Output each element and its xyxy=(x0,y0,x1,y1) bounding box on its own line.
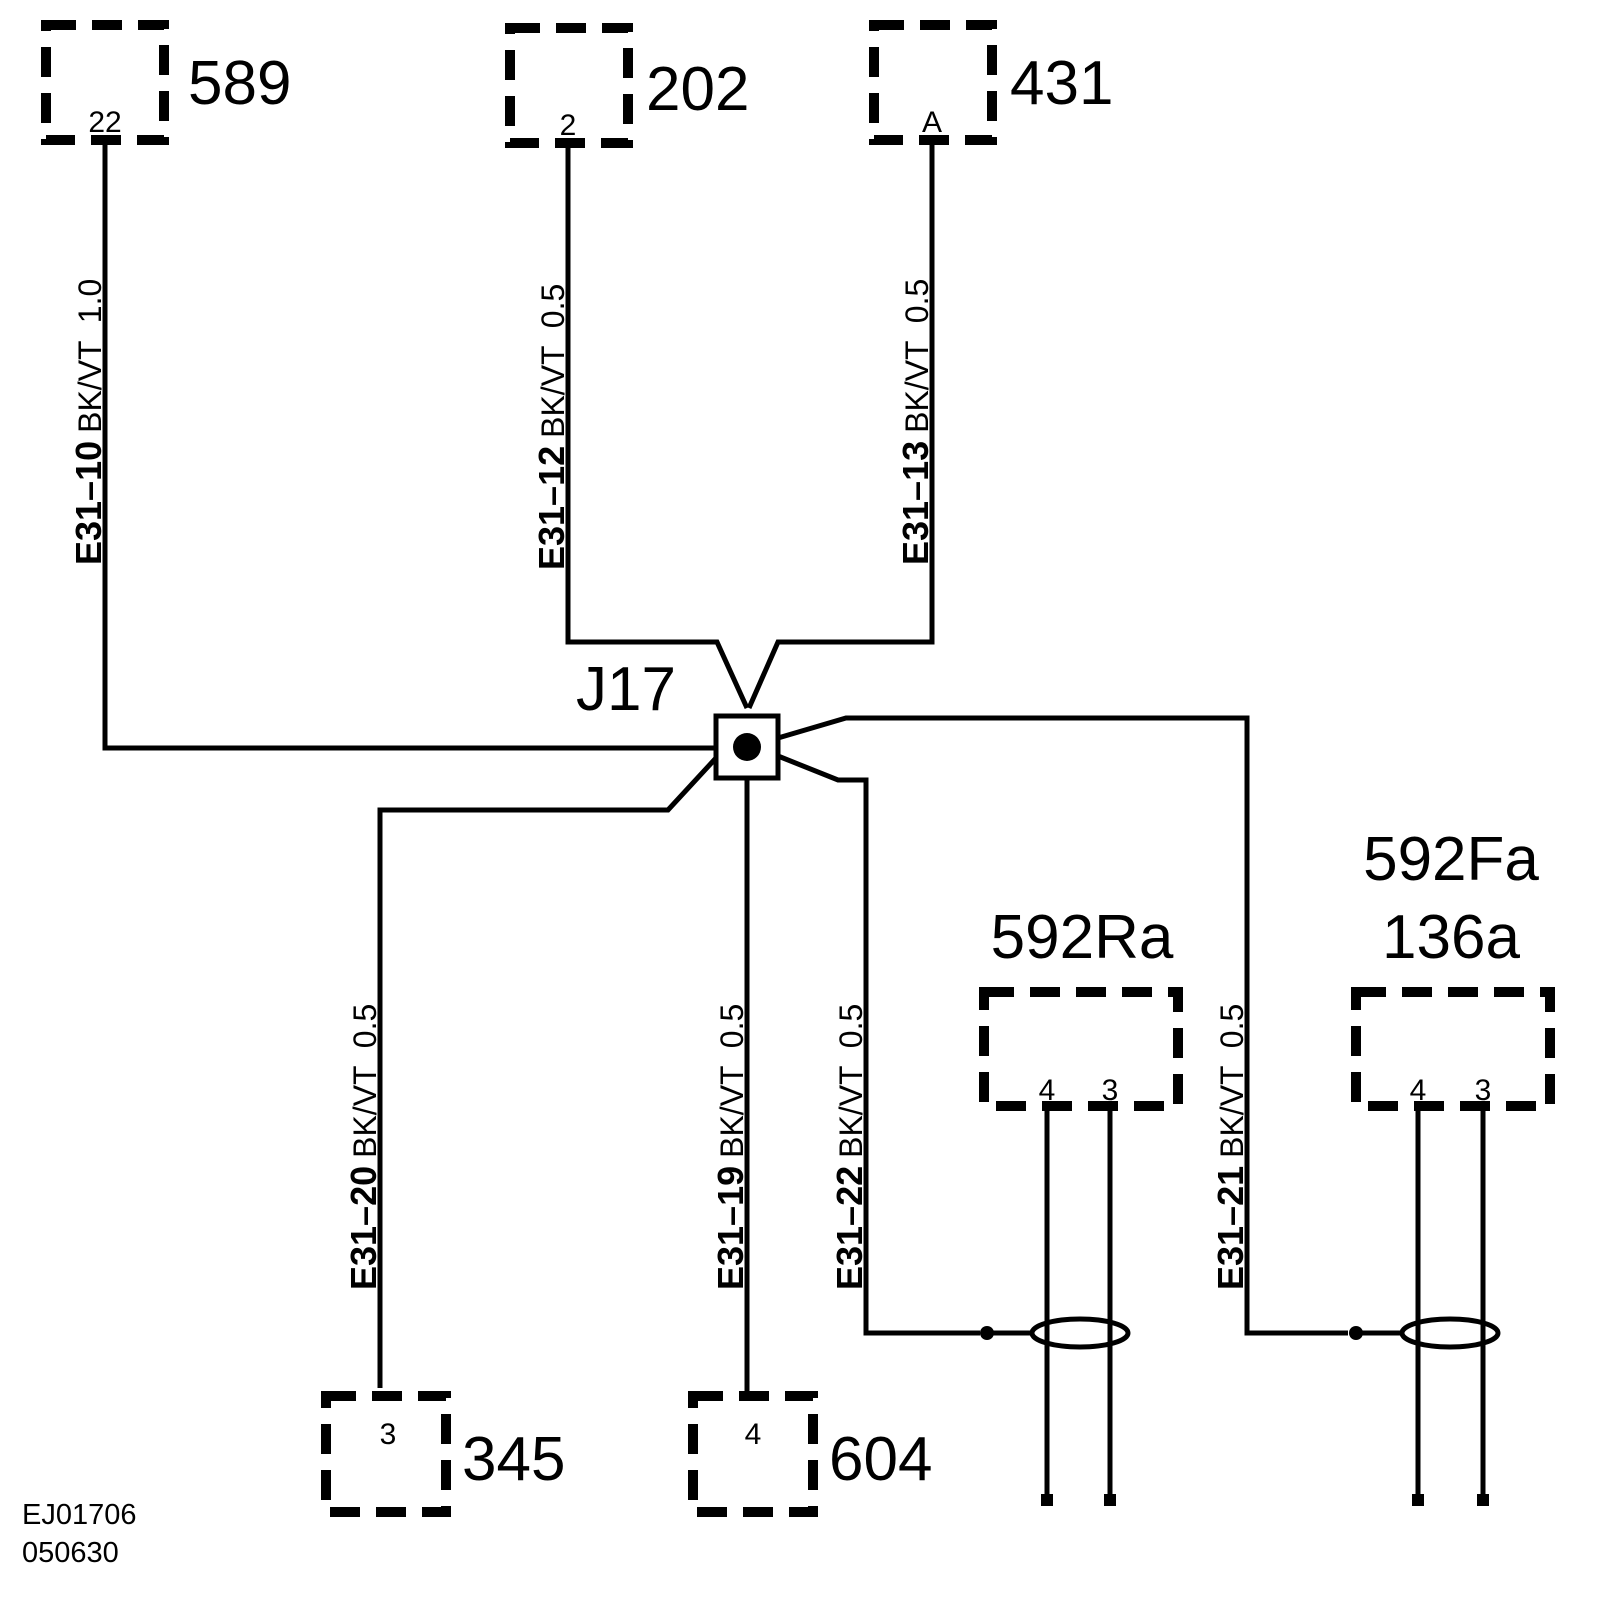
wire-id: E31–22 xyxy=(829,1166,870,1290)
connector-592ra: 592Ra 4 3 xyxy=(979,903,1183,1506)
wire-id: E31–10 xyxy=(68,441,109,565)
connector-592ra-pin-4: 4 xyxy=(1039,1074,1056,1107)
wire-label-e31-20: E31–20 BK/VT 0.5 xyxy=(343,1004,384,1290)
svg-text:E31–10BK/VT 1.0: E31–10 BK/VT 1.0 xyxy=(68,279,109,565)
connector-202-label: 202 xyxy=(646,55,749,124)
wire-e31-12 xyxy=(565,146,750,710)
splice-label: J17 xyxy=(576,655,676,724)
wire-id: E31–21 xyxy=(1210,1166,1251,1290)
svg-text:E31–19BK/VT 0.5: E31–19 BK/VT 0.5 xyxy=(710,1004,751,1290)
connector-136a-label: 136a xyxy=(1382,903,1520,972)
wire-spec: BK/VT 0.5 xyxy=(1214,1004,1250,1158)
wire-e31-22 xyxy=(777,753,980,1336)
wire-label-e31-22: E31–22 BK/VT 0.5 xyxy=(829,1004,870,1290)
connector-345: 3 345 xyxy=(321,1391,565,1517)
wire-e31-21 xyxy=(777,715,1348,1336)
connector-345-pin: 3 xyxy=(380,1418,397,1451)
svg-text:E31–13BK/VT 0.5: E31–13 BK/VT 0.5 xyxy=(895,279,936,565)
wire-spec: BK/VT 1.0 xyxy=(72,279,108,433)
wire-e31-10 xyxy=(102,142,716,751)
splice-j17: J17 xyxy=(576,655,781,781)
drawing-code: EJ01706 xyxy=(22,1499,137,1531)
splice-node xyxy=(733,733,761,761)
connector-431-label: 431 xyxy=(1010,49,1113,118)
connector-592fa-pin-3: 3 xyxy=(1475,1074,1492,1107)
drawing-date-code: 050630 xyxy=(22,1537,119,1569)
svg-text:E31–21BK/VT 0.5: E31–21 BK/VT 0.5 xyxy=(1210,1004,1251,1290)
connector-589: 22 589 xyxy=(41,20,291,145)
wire-label-e31-21: E31–21 BK/VT 0.5 xyxy=(1210,1004,1251,1290)
wire-id: E31–12 xyxy=(531,446,572,570)
connector-202: 2 202 xyxy=(505,23,749,148)
connector-345-label: 345 xyxy=(462,1425,565,1494)
svg-text:E31–22BK/VT 0.5: E31–22 BK/VT 0.5 xyxy=(829,1004,870,1290)
connector-589-label: 589 xyxy=(188,49,291,118)
wire-spec: BK/VT 0.5 xyxy=(899,279,935,433)
connector-431-pin: A xyxy=(922,106,942,139)
wire-id: E31–20 xyxy=(343,1166,384,1290)
wire-id: E31–19 xyxy=(710,1166,751,1290)
wire-id: E31–13 xyxy=(895,441,936,565)
wire-label-e31-10: E31–10 BK/VT 1.0 xyxy=(68,279,109,565)
connector-604-label: 604 xyxy=(829,1425,932,1494)
wire-spec: BK/VT 0.5 xyxy=(347,1004,383,1158)
connector-592fa: 592Fa 136a 4 3 xyxy=(1349,825,1555,1506)
connector-431: A 431 xyxy=(869,20,1113,145)
wire-spec: BK/VT 0.5 xyxy=(833,1004,869,1158)
svg-text:E31–20BK/VT 0.5: E31–20 BK/VT 0.5 xyxy=(343,1004,384,1290)
connector-604: 4 604 xyxy=(688,1391,932,1517)
wire-e31-13 xyxy=(746,142,935,710)
connector-604-pin: 4 xyxy=(745,1418,762,1451)
connector-592ra-pin-3: 3 xyxy=(1102,1074,1119,1107)
wire-label-e31-12: E31–12 BK/VT 0.5 xyxy=(531,284,572,570)
wire-e31-20 xyxy=(377,756,718,1388)
connector-592fa-pin-4: 4 xyxy=(1410,1074,1427,1107)
connector-202-pin: 2 xyxy=(560,109,577,142)
wire-label-e31-19: E31–19 BK/VT 0.5 xyxy=(710,1004,751,1290)
connector-589-pin: 22 xyxy=(88,106,121,139)
wire-spec: BK/VT 0.5 xyxy=(714,1004,750,1158)
connector-592ra-label: 592Ra xyxy=(991,903,1174,972)
connector-592fa-label: 592Fa xyxy=(1363,825,1539,894)
svg-text:E31–12BK/VT 0.5: E31–12 BK/VT 0.5 xyxy=(531,284,572,570)
wire-spec: BK/VT 0.5 xyxy=(535,284,571,438)
wire-label-e31-13: E31–13 BK/VT 0.5 xyxy=(895,279,936,565)
